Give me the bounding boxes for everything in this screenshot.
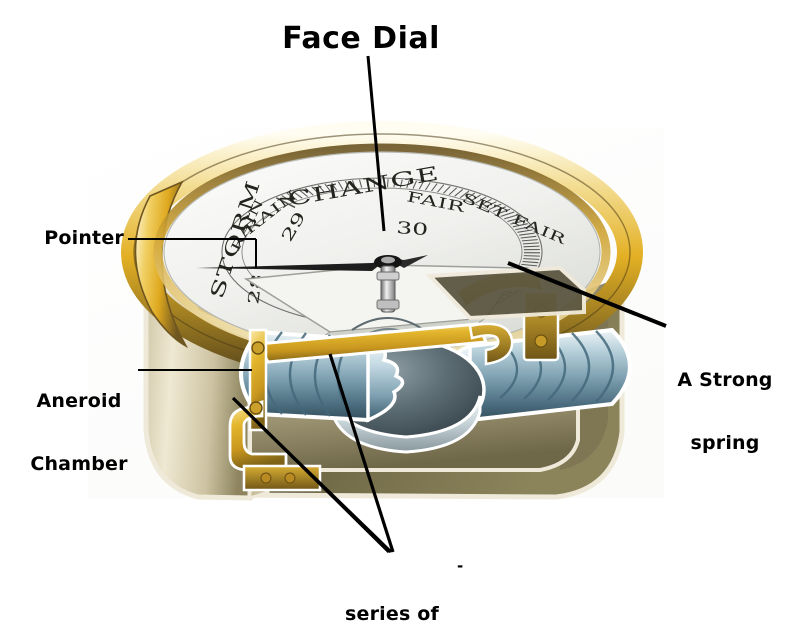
lever-fork bbox=[468, 322, 514, 366]
leader-face-dial bbox=[366, 55, 386, 232]
leader-lever-2 bbox=[257, 422, 393, 554]
pointer-hub-highlight bbox=[381, 256, 395, 264]
page-title: Face Dial bbox=[282, 21, 440, 56]
drum-band bbox=[330, 395, 482, 454]
pivot-rivet-2 bbox=[284, 472, 296, 484]
label-aneroid-chamber-line1: Aneroid bbox=[36, 389, 122, 412]
chassis-shelf bbox=[425, 265, 586, 321]
label-series-of-levers: series of levers bbox=[327, 561, 457, 628]
label-strong-spring-line1: A Strong bbox=[677, 368, 773, 391]
dial-number-30: 30 bbox=[396, 217, 429, 239]
leader-lines bbox=[128, 55, 667, 554]
pointer-spindle bbox=[376, 265, 400, 313]
pointer-needle bbox=[196, 255, 428, 271]
crank-arm bbox=[228, 399, 288, 472]
pointer-blade bbox=[196, 260, 386, 271]
pivot-rivet-1 bbox=[260, 472, 272, 484]
label-aneroid-chamber-line2: Chamber bbox=[30, 453, 128, 476]
label-levers-tick: - bbox=[457, 557, 464, 575]
lever-linkage bbox=[228, 322, 514, 492]
label-strong-spring-line2: spring bbox=[690, 432, 760, 455]
capsule-left-neck bbox=[366, 337, 405, 423]
spring-rivet-2 bbox=[534, 334, 548, 348]
label-pointer: Pointer bbox=[44, 227, 124, 249]
label-strong-spring: A Strong spring bbox=[664, 327, 786, 497]
leader-strong-spring bbox=[507, 261, 667, 328]
label-aneroid-chamber: Aneroid Chamber bbox=[20, 348, 138, 518]
hinge-screw-top bbox=[251, 341, 265, 355]
mechanism bbox=[228, 265, 632, 492]
hinge-screw-bottom bbox=[249, 401, 263, 415]
label-levers-line1: series of bbox=[344, 602, 439, 625]
pivot-block bbox=[242, 464, 322, 492]
spindle-collar-bottom bbox=[376, 299, 400, 310]
pointer-tail bbox=[384, 255, 428, 268]
spindle-collar-top bbox=[376, 271, 400, 281]
leader-lever-3 bbox=[328, 353, 395, 553]
